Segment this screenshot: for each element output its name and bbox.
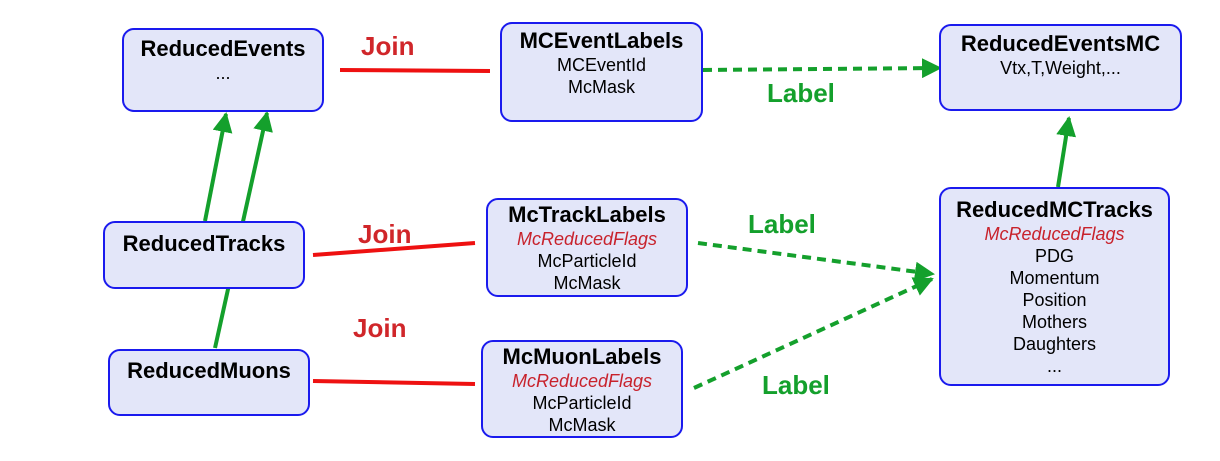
node-title: McMuonLabels xyxy=(502,344,662,369)
mctracks-to-eventsmc-edge xyxy=(1056,116,1077,188)
node-field: Vtx,T,Weight,... xyxy=(1000,58,1121,78)
node-title: ReducedEventsMC xyxy=(960,31,1161,56)
node-title: ReducedEvents xyxy=(140,36,306,61)
mc-muon-labels-node: McMuonLabels McReducedFlags McParticleId… xyxy=(481,340,683,438)
node-field: Mothers xyxy=(1021,312,1088,332)
reduced-events-mc-node: ReducedEventsMC Vtx,T,Weight,... xyxy=(939,24,1182,111)
join-label-events: Join xyxy=(361,31,415,61)
node-flag: McReducedFlags xyxy=(984,224,1125,244)
node-field: McMask xyxy=(568,77,635,97)
node-field: MCEventId xyxy=(556,55,647,75)
mc-track-labels-node: McTrackLabels McReducedFlags McParticleI… xyxy=(486,198,688,297)
node-field: ... xyxy=(215,63,231,83)
tracks-to-events-edge xyxy=(203,112,233,222)
label-label-events: Label xyxy=(767,78,835,108)
node-flag: McReducedFlags xyxy=(511,371,653,391)
label-edge-tracks xyxy=(697,241,935,282)
node-field: ... xyxy=(1046,356,1062,376)
label-edge-muons xyxy=(693,277,934,390)
reduced-muons-node: ReducedMuons xyxy=(108,349,310,416)
node-field: Daughters xyxy=(1012,334,1097,354)
node-field: McParticleId xyxy=(532,393,632,413)
join-label-muons: Join xyxy=(353,313,407,343)
node-field: PDG xyxy=(1034,246,1074,266)
node-field: McParticleId xyxy=(537,251,637,271)
join-label-tracks: Join xyxy=(358,219,412,249)
join-edge-events xyxy=(339,68,491,73)
node-title: McTrackLabels xyxy=(508,202,666,227)
mc-event-labels-node: MCEventLabels MCEventId McMask xyxy=(500,22,703,122)
node-field: McMask xyxy=(553,273,621,293)
node-title: ReducedMCTracks xyxy=(956,197,1153,222)
reduced-mc-tracks-node: ReducedMCTracks McReducedFlags PDG Momen… xyxy=(939,187,1170,386)
node-title: ReducedMuons xyxy=(127,358,291,383)
reduced-events-node: ReducedEvents ... xyxy=(122,28,324,112)
label-label-tracks: Label xyxy=(748,209,816,239)
node-flag: McReducedFlags xyxy=(516,229,658,249)
node-title: ReducedTracks xyxy=(122,231,286,256)
label-label-muons: Label xyxy=(762,370,830,400)
reduced-tracks-node: ReducedTracks xyxy=(103,221,305,289)
join-edge-muons xyxy=(312,379,476,386)
node-title: MCEventLabels xyxy=(519,28,684,53)
label-edge-events xyxy=(702,58,942,79)
node-field: Position xyxy=(1022,290,1087,310)
node-field: Momentum xyxy=(1009,268,1100,288)
node-field: McMask xyxy=(548,415,616,435)
join-edge-tracks xyxy=(312,241,476,257)
